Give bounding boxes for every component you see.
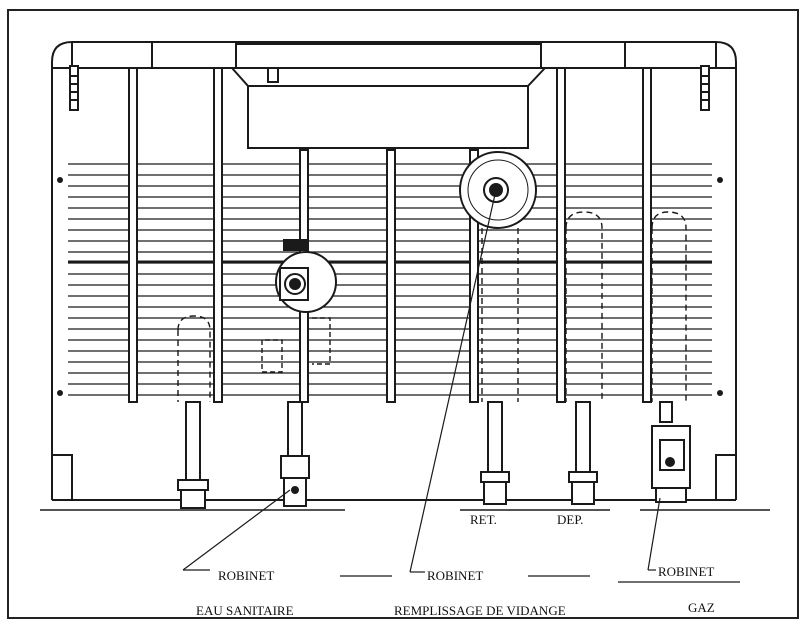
eau-sanitaire-label: EAU SANITAIRE bbox=[196, 603, 294, 618]
vertical-rods bbox=[128, 67, 652, 403]
mounting-bolts bbox=[69, 65, 710, 111]
remplissage-label: REMPLISSAGE DE VIDANGE bbox=[394, 603, 566, 618]
leader-lines bbox=[182, 189, 740, 583]
dep-label: DEP. bbox=[557, 512, 583, 527]
robinet-right-label: ROBINET bbox=[658, 564, 714, 579]
gaz-label: GAZ bbox=[688, 600, 715, 615]
lower-pipes bbox=[177, 401, 691, 509]
robinet-left-label: ROBINET bbox=[218, 568, 274, 583]
figure-border bbox=[7, 9, 799, 619]
hidden-pipes bbox=[177, 211, 687, 402]
filling-valve-disc bbox=[459, 151, 537, 229]
robinet-center-label: ROBINET bbox=[427, 568, 483, 583]
ret-label: RET. bbox=[470, 512, 497, 527]
block-screws bbox=[57, 177, 723, 396]
top-hood bbox=[231, 43, 546, 149]
sanitary-valve-body bbox=[261, 239, 338, 373]
mounting-frame bbox=[51, 41, 737, 501]
